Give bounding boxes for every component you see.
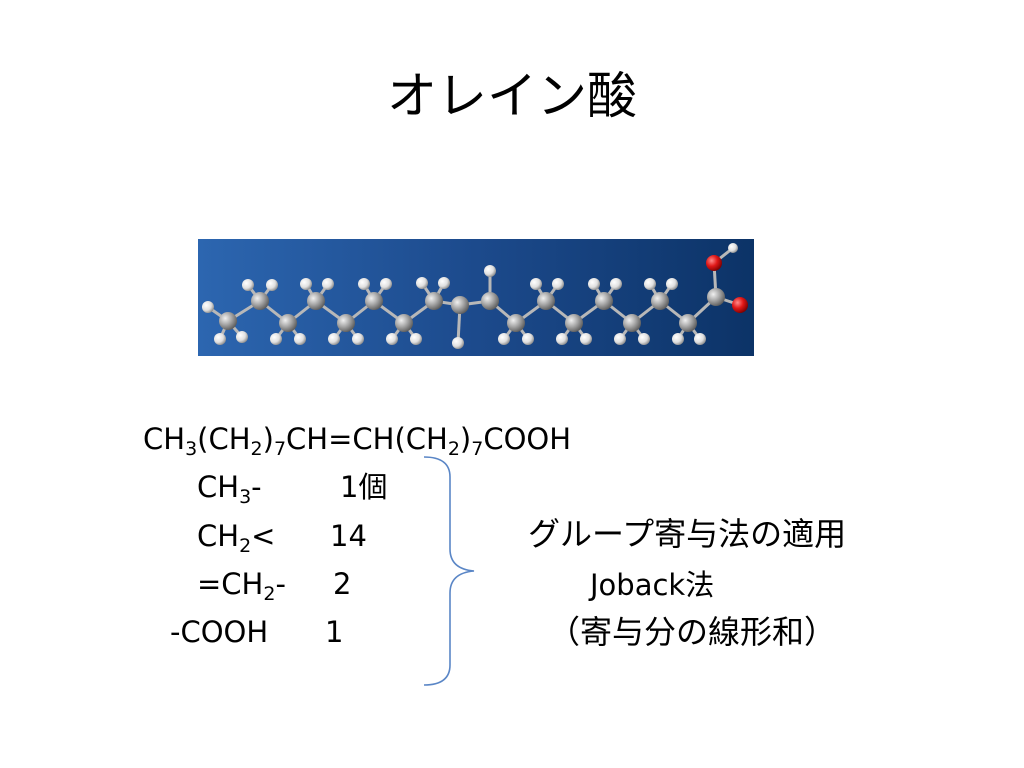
group-text: -: [275, 567, 286, 601]
joback-method-note: Joback法: [590, 568, 715, 602]
oleic-acid-molecule-image: [198, 239, 754, 356]
formula-subscript: 2: [250, 438, 263, 460]
group-count-ch2: 14: [330, 519, 367, 553]
group-text: -: [251, 470, 262, 504]
right-curly-brace-icon: [423, 456, 475, 686]
group-count-eq-ch2: 2: [333, 567, 352, 601]
group-text: <: [251, 519, 276, 553]
group-subscript: 2: [239, 535, 252, 557]
formula-part: COOH: [483, 422, 572, 456]
formula-subscript: 2: [447, 438, 460, 460]
group-subscript: 2: [263, 583, 276, 605]
group-text: CH: [197, 470, 240, 504]
group-count-cooh: 1: [325, 615, 344, 649]
group-count-ch3: 1個: [340, 470, 388, 504]
formula-part: CH: [143, 422, 186, 456]
formula-part: CH=CH(CH: [286, 422, 448, 456]
group-contribution-method-note: グループ寄与法の適用: [528, 515, 847, 553]
group-subscript: 3: [239, 486, 252, 508]
group-text: -COOH: [170, 615, 269, 649]
group-label-ch3: CH3-: [197, 467, 262, 507]
formula-subscript: 7: [273, 438, 287, 460]
formula-part: ): [262, 422, 274, 456]
group-label-eq-ch2: =CH2-: [197, 564, 286, 604]
group-text: CH: [197, 519, 240, 553]
oleic-acid-formula: CH3(CH2)7CH=CH(CH2)7COOH: [143, 419, 571, 459]
formula-subscript: 7: [471, 438, 484, 460]
linear-sum-note: （寄与分の線形和）: [548, 613, 837, 651]
formula-part: (CH: [197, 422, 251, 456]
group-label-cooh: -COOH: [170, 612, 268, 652]
group-text: =CH: [197, 567, 264, 601]
formula-part: ): [459, 422, 472, 456]
formula-subscript: 3: [185, 438, 198, 460]
group-label-ch2: CH2<: [197, 516, 275, 556]
slide-title: オレイン酸: [387, 67, 637, 125]
